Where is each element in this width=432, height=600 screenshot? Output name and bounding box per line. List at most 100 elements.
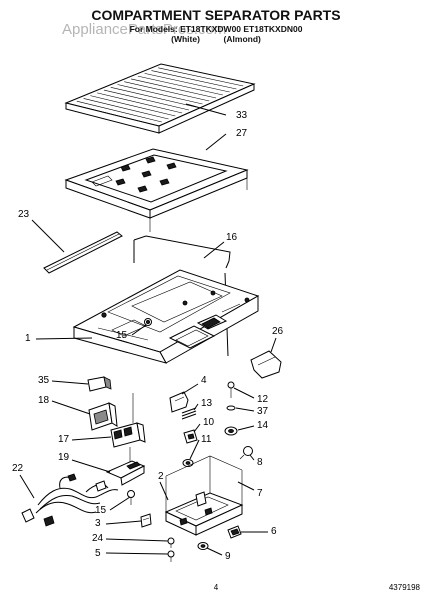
part-13-spring bbox=[181, 407, 197, 420]
callout-c24: 24 bbox=[92, 533, 104, 544]
part-4-thermostat bbox=[169, 391, 189, 413]
callout-c8: 8 bbox=[257, 457, 263, 468]
part-14-grommet bbox=[224, 426, 238, 436]
part-37-washer bbox=[226, 405, 236, 411]
callout-c37: 37 bbox=[257, 406, 269, 417]
callout-c2: 2 bbox=[158, 471, 164, 482]
leader-line-c17 bbox=[71, 436, 112, 441]
leader-line-c27 bbox=[205, 133, 227, 151]
part-3-clip bbox=[140, 513, 152, 528]
callout-c3: 3 bbox=[95, 518, 101, 529]
leader-line-c18 bbox=[51, 400, 91, 415]
grille-slat bbox=[97, 92, 183, 114]
part-6-connector bbox=[227, 525, 242, 539]
callout-c5: 5 bbox=[95, 548, 101, 559]
grille-slat bbox=[117, 84, 203, 105]
part-12-screw bbox=[227, 381, 235, 398]
leader-line-c15a bbox=[131, 324, 147, 336]
part-33-cover-grille bbox=[64, 63, 256, 134]
leader-line-c16 bbox=[203, 241, 225, 259]
leader-line-c9 bbox=[206, 547, 223, 556]
callout-c10: 10 bbox=[203, 417, 215, 428]
callout-c17: 17 bbox=[58, 434, 70, 445]
document-number: 4379198 bbox=[389, 583, 421, 592]
callout-c6: 6 bbox=[271, 526, 277, 537]
part-19-damper-cover bbox=[105, 393, 146, 486]
leader-line-c26 bbox=[270, 337, 277, 353]
leader-line-c13 bbox=[193, 403, 199, 411]
leader-line-c10 bbox=[193, 423, 201, 433]
leader-line-c1 bbox=[35, 337, 93, 340]
leader-line-c19 bbox=[71, 459, 111, 473]
part-8-light-bulb bbox=[239, 446, 253, 460]
callout-c27: 27 bbox=[236, 128, 248, 139]
callout-c11: 11 bbox=[201, 434, 212, 445]
part-10-lever bbox=[183, 429, 198, 444]
part-16-heater-wire bbox=[133, 235, 231, 357]
model-numbers: For Models: ET18TKXDW00 ET18TKXDN00 bbox=[130, 24, 303, 34]
grille-slat bbox=[76, 100, 162, 123]
part-27-frame bbox=[64, 148, 249, 232]
leader-line-c22 bbox=[19, 474, 35, 499]
callout-c22: 22 bbox=[12, 463, 24, 474]
callout-c15a: 15 bbox=[116, 330, 128, 341]
part-7-base-housing bbox=[164, 455, 244, 536]
leader-line-c3 bbox=[105, 520, 142, 525]
callout-c15b: 15 bbox=[95, 505, 107, 516]
part-11-bushing bbox=[182, 459, 194, 467]
leader-lines bbox=[19, 103, 277, 556]
part-15-screw-lower bbox=[127, 490, 135, 505]
part-1-separator-tray bbox=[72, 269, 260, 364]
callout-c23: 23 bbox=[18, 209, 30, 220]
callout-c26: 26 bbox=[272, 326, 284, 337]
part-26-clip bbox=[250, 350, 282, 379]
leader-line-c7 bbox=[237, 481, 255, 491]
leader-line-c14 bbox=[237, 425, 255, 431]
grille-slat bbox=[83, 98, 169, 120]
leader-line-c24 bbox=[105, 538, 169, 542]
grille-slat bbox=[124, 81, 210, 102]
callout-c1: 1 bbox=[25, 333, 31, 344]
leader-line-c23 bbox=[31, 219, 65, 253]
callout-c12: 12 bbox=[257, 394, 269, 405]
grille-slat bbox=[131, 78, 217, 99]
grille-slat bbox=[158, 67, 244, 87]
callout-c33: 33 bbox=[236, 110, 248, 121]
callout-c14: 14 bbox=[257, 420, 269, 431]
leader-line-c5 bbox=[105, 552, 169, 555]
grille-slat bbox=[90, 95, 176, 117]
callout-c13: 13 bbox=[201, 398, 213, 409]
page-number: 4 bbox=[214, 583, 219, 592]
part-22-wire-harness bbox=[21, 473, 119, 527]
leader-line-c8 bbox=[249, 454, 255, 461]
leader-line-c2 bbox=[159, 481, 169, 501]
callout-c9: 9 bbox=[225, 551, 231, 562]
callout-c35: 35 bbox=[38, 375, 50, 386]
leader-line-c33 bbox=[185, 103, 227, 116]
part-9-grommet bbox=[197, 542, 209, 550]
part-35-knob bbox=[87, 376, 112, 392]
grille-slat bbox=[137, 75, 223, 96]
leader-line-c15b bbox=[109, 496, 131, 511]
leader-line-c4 bbox=[181, 383, 199, 395]
grille-slat bbox=[144, 73, 230, 93]
callout-c19: 19 bbox=[58, 452, 70, 463]
color-variants: (White) (Almond) bbox=[171, 34, 261, 44]
grille-slat bbox=[151, 70, 237, 90]
part-17-control-housing bbox=[110, 422, 146, 448]
leader-line-c37 bbox=[235, 407, 255, 412]
grille-slat bbox=[103, 89, 189, 111]
callout-c4: 4 bbox=[201, 375, 207, 386]
part-5-screw bbox=[167, 550, 175, 562]
leader-line-c12 bbox=[233, 387, 255, 399]
page-title: COMPARTMENT SEPARATOR PARTS bbox=[91, 7, 340, 23]
part-24-screw bbox=[167, 537, 175, 548]
callout-c16: 16 bbox=[226, 232, 238, 243]
part-18-bracket bbox=[88, 402, 118, 431]
callout-c18: 18 bbox=[38, 395, 50, 406]
leader-line-c35 bbox=[51, 380, 89, 385]
grille-slat bbox=[110, 86, 196, 108]
leader-line-c11 bbox=[189, 439, 200, 460]
